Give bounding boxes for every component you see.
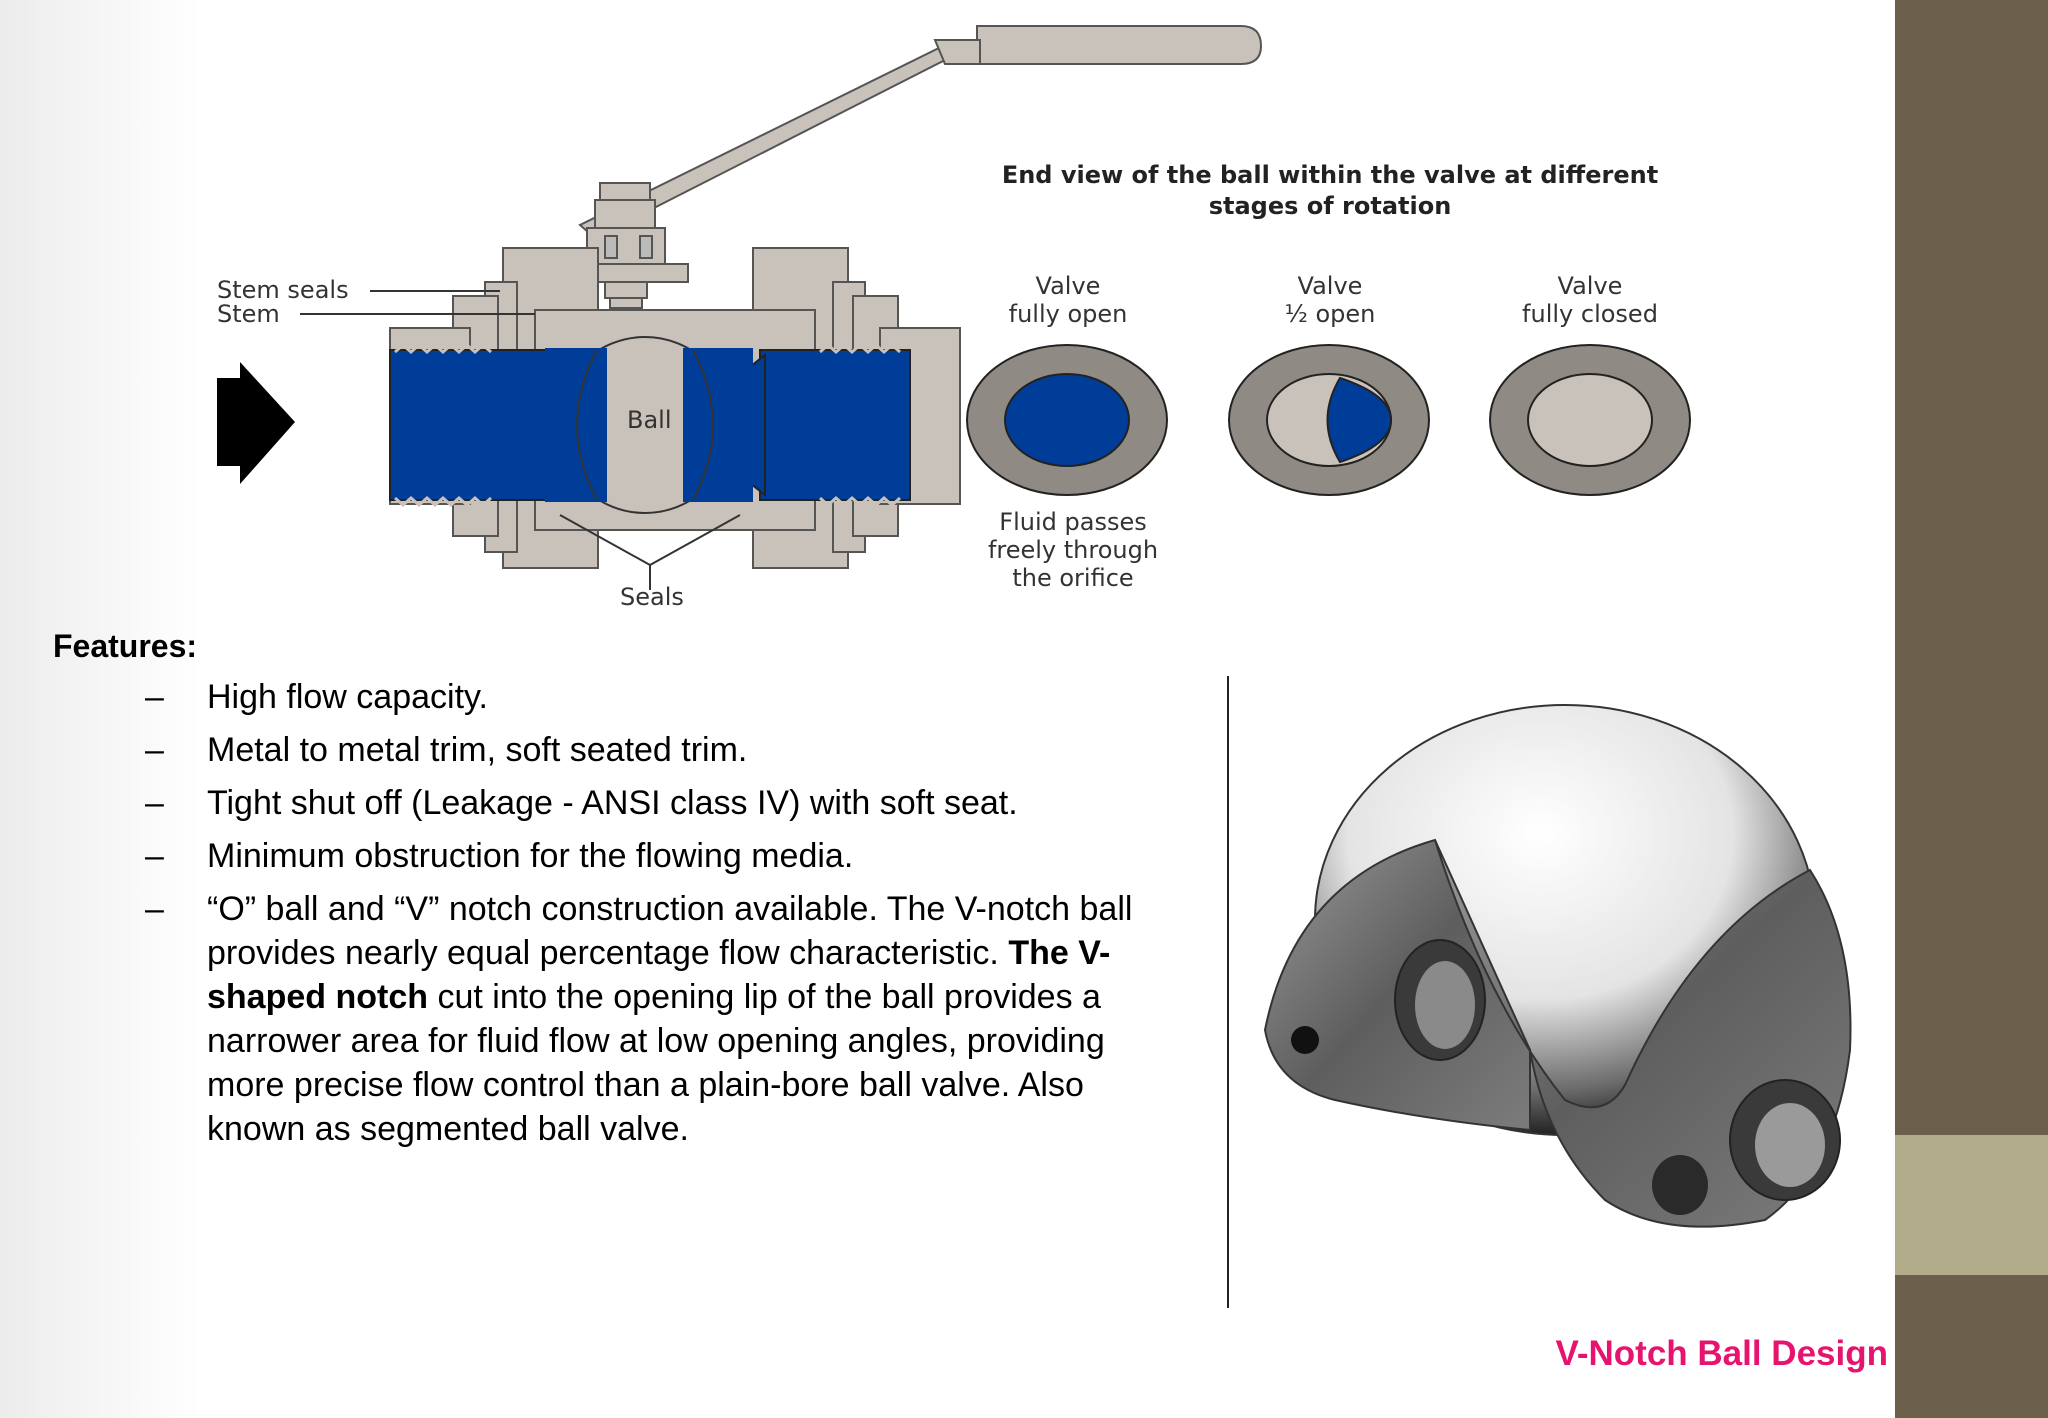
end-view-half bbox=[1228, 344, 1430, 496]
feature-text: Metal to metal trim, soft seated trim. bbox=[207, 731, 748, 769]
note-line3: the orifice bbox=[1012, 564, 1133, 592]
feature-item-vnotch: – “O” ball and “V” notch construction ava… bbox=[145, 887, 1165, 1151]
label-seals: Seals bbox=[620, 583, 684, 611]
note-line2: freely through bbox=[988, 536, 1158, 564]
end-view-open bbox=[966, 344, 1168, 496]
label-stem: Stem bbox=[217, 300, 280, 328]
state-half-line2: ½ open bbox=[1285, 300, 1376, 328]
note-line1: Fluid passes bbox=[999, 508, 1146, 536]
state-closed-line1: Valve bbox=[1558, 272, 1623, 300]
state-open-line2: fully open bbox=[1009, 300, 1128, 328]
end-view-title-line1: End view of the ball within the valve at… bbox=[1002, 161, 1658, 189]
feature-item: – High flow capacity. bbox=[145, 675, 1165, 719]
seal-leaders bbox=[300, 290, 741, 590]
v-notch-ball-illustration bbox=[1263, 704, 1852, 1228]
v-notch-ball-photo bbox=[1245, 700, 1885, 1270]
feature-item: – Metal to metal trim, soft seated trim. bbox=[145, 728, 1165, 772]
feature-text-start: “O” ball and “V” notch construction avai… bbox=[207, 890, 1133, 972]
list-dash: – bbox=[145, 678, 164, 716]
feature-text-end: cut into the opening lip of the ball pro… bbox=[207, 978, 1105, 1148]
valve-diagram-svg: Stem seals Stem Ball Seals End view of t… bbox=[217, 25, 1691, 611]
label-ball: Ball bbox=[627, 406, 672, 434]
list-dash: – bbox=[145, 784, 164, 822]
features-heading: Features: bbox=[53, 628, 198, 664]
state-half-line1: Valve bbox=[1298, 272, 1363, 300]
end-view-title-line2: stages of rotation bbox=[1209, 192, 1452, 220]
list-dash: – bbox=[145, 837, 164, 875]
ball-valve-diagram: Stem seals Stem Ball Seals End view of t… bbox=[205, 0, 1895, 620]
label-stem-seals: Stem seals bbox=[217, 276, 349, 304]
sidebar-accent bbox=[1895, 1135, 2048, 1275]
vertical-divider bbox=[1227, 676, 1229, 1308]
feature-text: High flow capacity. bbox=[207, 678, 488, 716]
feature-item: – Tight shut off (Leakage - ANSI class IV… bbox=[145, 781, 1165, 825]
list-dash: – bbox=[145, 890, 164, 928]
feature-list: – High flow capacity. – Metal to metal tri… bbox=[145, 675, 1165, 1160]
list-dash: – bbox=[145, 731, 164, 769]
thread-marks bbox=[394, 343, 901, 507]
end-view-closed bbox=[1489, 344, 1691, 496]
feature-item: – Minimum obstruction for the flowing med… bbox=[145, 834, 1165, 878]
photo-caption: V-Notch Ball Design bbox=[1555, 1334, 1888, 1373]
state-open-line1: Valve bbox=[1036, 272, 1101, 300]
state-closed-line2: fully closed bbox=[1522, 300, 1658, 328]
feature-text: Minimum obstruction for the flowing medi… bbox=[207, 837, 854, 875]
feature-text-bold: The V-shaped notch bbox=[207, 934, 1111, 1016]
flow-arrow-icon bbox=[217, 362, 295, 484]
handle-lever bbox=[578, 25, 1263, 240]
feature-text: Tight shut off (Leakage - ANSI class IV)… bbox=[207, 784, 1018, 822]
